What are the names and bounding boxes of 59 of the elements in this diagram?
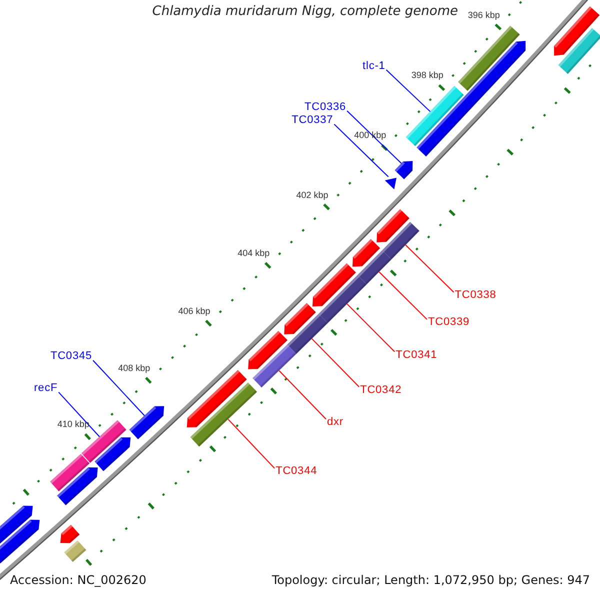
leader-line	[58, 392, 100, 438]
tick-label: 410 kbp	[57, 419, 90, 430]
gene-feature	[248, 330, 288, 370]
gene-bar	[190, 382, 258, 447]
gene-label: TC0337	[292, 114, 334, 126]
leader-line	[346, 110, 402, 164]
gene-bar	[252, 344, 296, 388]
gene-feature	[60, 524, 80, 544]
gene-bar	[50, 454, 90, 492]
gene-label: TC0344	[276, 465, 318, 478]
leader-line	[405, 244, 454, 293]
tick-label: 408 kbp	[118, 363, 150, 374]
tick-label: 402 kbp	[296, 190, 328, 200]
leader-line	[92, 360, 145, 416]
gene-label: tlc-1	[362, 60, 386, 72]
gene-label: TC0345	[50, 350, 92, 362]
gene-label: TC0341	[396, 348, 438, 361]
gene-bar	[287, 314, 328, 354]
gene-feature	[384, 178, 396, 190]
gene-bar	[382, 222, 420, 260]
tick-label: 398 kbp	[411, 70, 444, 80]
tick-label: 404 kbp	[238, 248, 270, 258]
tick-label: 406 kbp	[178, 306, 210, 316]
leader-line	[334, 124, 389, 178]
leader-line	[378, 271, 428, 320]
gene-feature	[312, 263, 356, 306]
gene-label: TC0342	[360, 384, 402, 396]
leader-line	[346, 303, 396, 352]
leader-line	[228, 418, 276, 469]
gene-bar	[318, 275, 367, 324]
genome-summary: Topology: circular; Length: 1,072,950 bp; Genes: 947	[272, 573, 590, 587]
gene-bar	[64, 540, 86, 562]
map-title: Chlamydia muridarum Nigg, complete genome	[152, 4, 458, 19]
gene-label: recF	[34, 382, 58, 394]
gene-feature	[57, 467, 98, 506]
gene-bar	[406, 86, 464, 146]
gene-feature	[394, 160, 413, 180]
gene-feature	[0, 506, 33, 546]
gene-label: TC0336	[304, 100, 346, 113]
tick-label: 400 kbp	[354, 130, 386, 140]
gene-feature	[284, 303, 316, 334]
gene-feature	[352, 238, 380, 267]
gene-feature	[554, 6, 600, 56]
gene-feature	[129, 406, 164, 440]
leader-line	[386, 69, 431, 112]
gene-label: dxr	[327, 416, 344, 428]
gene-feature	[376, 209, 410, 242]
accession-note: Accession: NC_002620	[10, 573, 146, 587]
gene-label: TC0338	[454, 289, 496, 302]
tick-label: 396 kbp	[468, 10, 500, 20]
leader-line	[278, 370, 326, 420]
gene-bar	[458, 26, 520, 91]
gene-feature	[94, 437, 131, 472]
gene-feature	[186, 370, 247, 428]
gene-label: TC0339	[428, 316, 470, 328]
gene-feature	[0, 520, 40, 564]
leader-line	[311, 338, 360, 388]
gene-bar	[558, 28, 600, 74]
gene-bar	[357, 250, 392, 284]
